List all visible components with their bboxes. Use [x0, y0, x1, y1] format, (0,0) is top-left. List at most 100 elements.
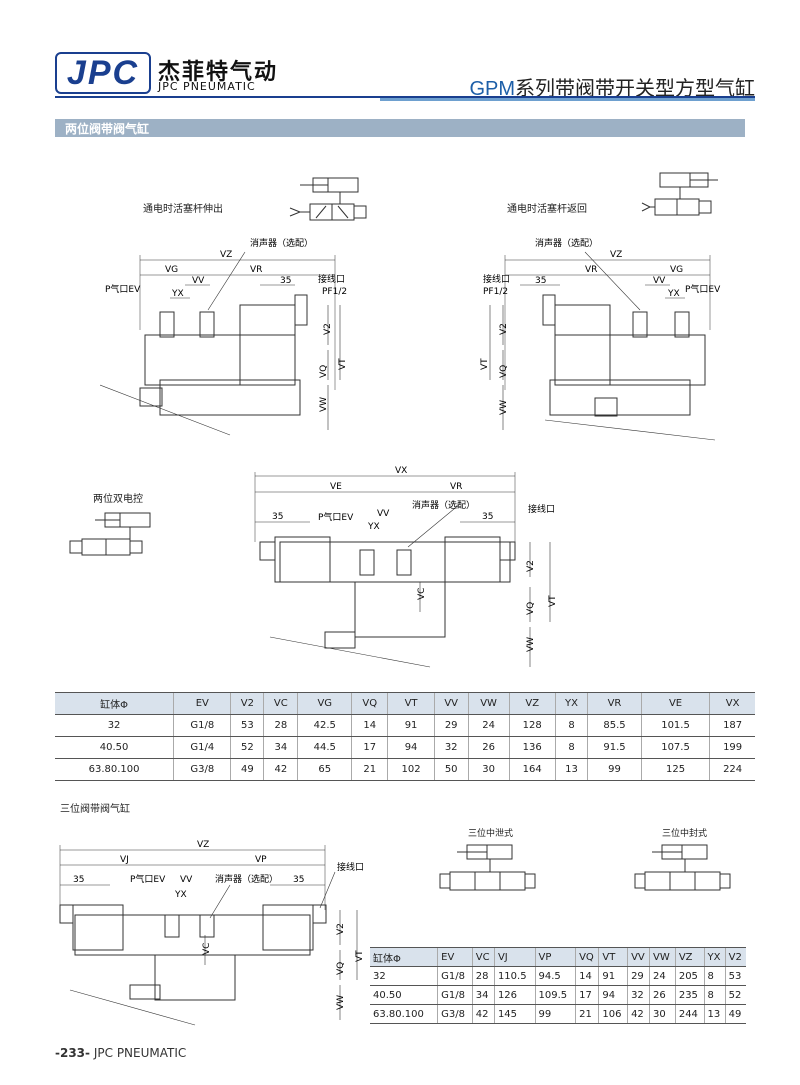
col-header: YX — [554, 692, 588, 715]
valve-symbol-center-closed — [634, 844, 731, 891]
diagram-single-retract: VZ VG VR VV YX 35 消声器（选配） P气口EV 接线口 PF1/… — [480, 237, 721, 441]
dim-vz: VZ — [220, 250, 232, 260]
table-header-row: 缸体Φ EV VC VJ VP VQ VT VV VW VZ YX V2 — [370, 947, 746, 967]
dim-vw: VW — [499, 400, 509, 415]
diagram-caption-double: 两位双电控 — [93, 494, 143, 505]
page-number: -233- — [55, 1046, 91, 1060]
table-cell: 42 — [627, 1004, 650, 1024]
company-logo: JPC — [55, 52, 151, 94]
dim-vw: VW — [336, 995, 346, 1010]
dim-35-left: 35 — [73, 875, 84, 885]
col-header: EV — [173, 692, 231, 715]
col-header: VZ — [508, 692, 556, 715]
dim-yx: YX — [367, 522, 380, 532]
table-cell: 17 — [351, 736, 388, 759]
col-header: VW — [467, 692, 510, 715]
dim-vc: VC — [202, 943, 212, 955]
table-cell: 164 — [508, 758, 556, 781]
table-cell: 107.5 — [640, 736, 710, 759]
col-header: VC — [263, 692, 298, 715]
table-cell: 49 — [230, 758, 264, 781]
col-header: V2 — [230, 692, 264, 715]
table-row: 32 G1/8 28 110.5 94.5 14 91 29 24 205 8 … — [370, 966, 746, 986]
table-row: 63.80.100 G3/8 42 145 99 21 106 42 30 24… — [370, 1004, 746, 1024]
col-header: VV — [433, 692, 469, 715]
col-header: 缸体Φ — [55, 692, 174, 715]
table-cell: 32 — [55, 714, 174, 737]
table-cell: 8 — [703, 985, 726, 1005]
table-cell: 94.5 — [534, 966, 576, 986]
dim-35: 35 — [280, 276, 291, 286]
dim-vz: VZ — [197, 840, 209, 850]
table-cell: G1/8 — [437, 966, 473, 986]
table-cell: 91 — [598, 966, 628, 986]
symbol-caption-center-closed: 三位中封式 — [662, 829, 708, 839]
table-cell: 128 — [508, 714, 556, 737]
table-cell: 17 — [575, 985, 599, 1005]
table-cell: 13 — [703, 1004, 726, 1024]
table-cell: 224 — [709, 758, 755, 781]
valve-symbol-double — [69, 512, 151, 556]
table-cell: 21 — [351, 758, 388, 781]
dim-vr: VR — [585, 265, 597, 275]
dim-v2: V2 — [323, 323, 333, 335]
dim-35-right: 35 — [293, 875, 304, 885]
table-cell: 63.80.100 — [55, 758, 174, 781]
dim-vv: VV — [377, 509, 390, 519]
dim-vv: VV — [192, 276, 205, 286]
header-rule — [55, 96, 755, 98]
dim-vg: VG — [670, 265, 683, 275]
table-row: 40.50 G1/4 52 34 44.5 17 94 32 26 136 8 … — [55, 736, 755, 759]
dim-vj: VJ — [120, 855, 129, 865]
col-header: VQ — [351, 692, 388, 715]
col-header: EV — [437, 947, 473, 967]
label-port-ev: P气口EV — [130, 873, 166, 885]
table-cell: 8 — [703, 966, 726, 986]
spec-table-two-position: 缸体Φ EV V2 VC VG VQ VT VV VW VZ YX VR VE … — [55, 692, 755, 781]
table-cell: 52 — [230, 736, 264, 759]
label-pf: PF1/2 — [483, 287, 508, 297]
dim-v2: V2 — [336, 923, 346, 935]
table-cell: 199 — [709, 736, 755, 759]
table-cell: G3/8 — [173, 758, 231, 781]
col-header: VJ — [493, 947, 536, 967]
section-title: 两位阀带阀气缸 — [65, 122, 150, 136]
table-cell: G1/8 — [173, 714, 231, 737]
col-header: VT — [387, 692, 435, 715]
table-cell: 8 — [554, 736, 588, 759]
dim-vx: VX — [395, 466, 407, 476]
logo-text: JPC — [66, 53, 140, 92]
table-cell: 44.5 — [297, 736, 352, 759]
dim-vv: VV — [180, 875, 193, 885]
dim-vq: VQ — [526, 602, 536, 615]
dim-yx: YX — [171, 289, 184, 299]
dim-vr: VR — [450, 482, 462, 492]
table-cell: 34 — [471, 985, 495, 1005]
table-cell: 99 — [534, 1004, 576, 1024]
diagram-three-position: VZ VJ VP 35 35 P气口EV VV YX 消声器（选配） 接线口 V… — [59, 840, 365, 1026]
diagram-double-solenoid: VX VE VR VV YX 消声器（选配） P气口EV 接线口 35 35 V… — [254, 466, 558, 668]
header-rule-accent — [380, 98, 755, 101]
table-cell: 205 — [674, 966, 705, 986]
label-muffler: 消声器（选配） — [412, 499, 475, 511]
table-cell: 53 — [230, 714, 264, 737]
table-cell: G3/8 — [437, 1004, 473, 1024]
valve-symbol-extend — [289, 177, 367, 221]
dim-vc: VC — [417, 588, 427, 600]
label-wiring: 接线口 — [483, 273, 510, 285]
col-header: VT — [598, 947, 628, 967]
table-cell: G1/4 — [173, 736, 231, 759]
table-cell: 101.5 — [640, 714, 710, 737]
dim-vv: VV — [653, 276, 666, 286]
dim-vq: VQ — [499, 365, 509, 378]
table-cell: 30 — [649, 1004, 676, 1024]
label-wiring: 接线口 — [528, 503, 555, 515]
diagram-caption-retract: 通电时活塞杆返回 — [507, 204, 587, 215]
table-row: 63.80.100 G3/8 49 42 65 21 102 50 30 164… — [55, 758, 755, 781]
col-header: VP — [534, 947, 576, 967]
table-cell: 26 — [649, 985, 676, 1005]
label-port-ev: P气口EV — [105, 283, 141, 295]
footer-brand: JPC PNEUMATIC — [93, 1046, 187, 1060]
label-port-ev: P气口EV — [318, 511, 354, 523]
table-cell: 29 — [433, 714, 469, 737]
